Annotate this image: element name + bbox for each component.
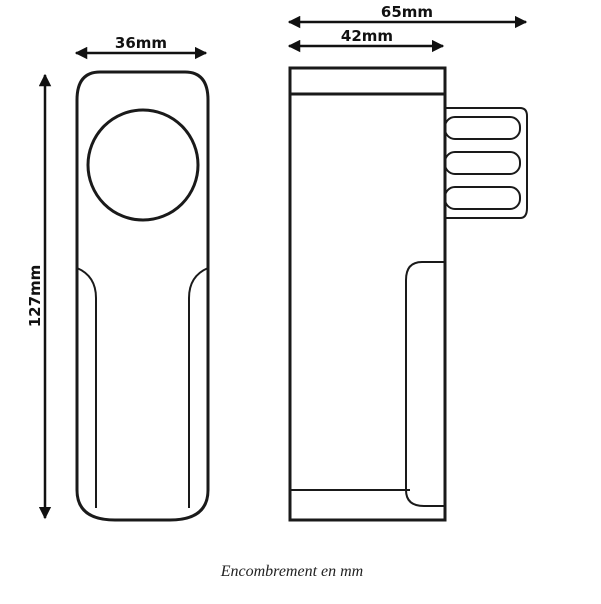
plug-prong-middle xyxy=(444,151,521,175)
side-view xyxy=(288,66,528,522)
height-dimension-label: 127mm xyxy=(26,265,44,328)
caption: Encombrement en mm xyxy=(220,563,363,580)
front-left-grip-line xyxy=(76,267,97,508)
plug-prong-top xyxy=(444,116,521,140)
side-body-outline xyxy=(288,66,447,522)
front-width-dimension-label: 36mm xyxy=(115,34,167,52)
plug-prongs xyxy=(444,107,528,219)
plug-housing-outline xyxy=(445,107,528,219)
plug-prong-bottom xyxy=(444,186,521,210)
side-total-width-dimension-label: 65mm xyxy=(381,3,433,21)
side-grip-panel xyxy=(405,261,445,507)
front-button-circle xyxy=(86,108,200,222)
front-body-outline xyxy=(75,70,210,522)
front-right-grip-line xyxy=(188,267,209,508)
side-body-width-dimension-label: 42mm xyxy=(341,27,393,45)
front-view xyxy=(75,70,210,522)
